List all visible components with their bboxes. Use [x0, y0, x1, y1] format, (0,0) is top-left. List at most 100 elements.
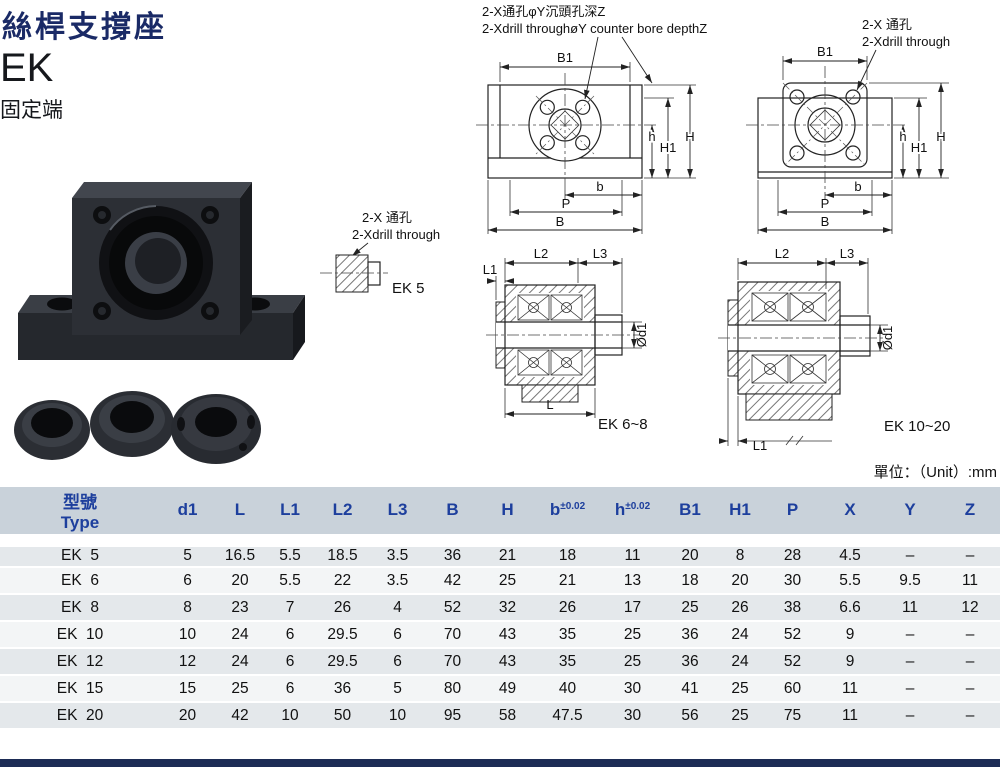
cell-value: 9 [820, 648, 880, 676]
cell-value: 70 [425, 648, 480, 676]
dim-label-l2: L2 [534, 246, 548, 261]
col-header-y: Y [880, 487, 940, 547]
cell-value: 15 [160, 675, 215, 703]
cell-value: 70 [425, 621, 480, 649]
col-header-b-tol: b±0.02 [535, 487, 600, 547]
cell-value: 16.5 [215, 540, 265, 568]
cell-value: 13 [600, 567, 665, 595]
cell-value: 29.5 [315, 648, 370, 676]
col-header-h-tol: h±0.02 [600, 487, 665, 547]
cell-value: – [940, 540, 1000, 568]
model-name: EK [0, 46, 54, 90]
dim-label-bb: B [556, 214, 565, 229]
cell-value: – [940, 621, 1000, 649]
cell-value: – [880, 675, 940, 703]
dim-label-l: L [546, 397, 553, 412]
view-label-ek1020: EK 10~20 [884, 418, 950, 435]
cell-value: 52 [765, 648, 820, 676]
cell-value: 25 [715, 675, 765, 703]
col-header-p: P [765, 487, 820, 547]
cell-value: 80 [425, 675, 480, 703]
cell-value: 35 [535, 648, 600, 676]
cell-value: 3.5 [370, 540, 425, 568]
col-header-b: B [425, 487, 480, 547]
cell-value: 26 [535, 594, 600, 622]
cell-value: 20 [715, 567, 765, 595]
dim-label-bb: B [821, 214, 830, 229]
col-header-type: 型號 Type [0, 487, 160, 547]
cell-value: 32 [480, 594, 535, 622]
cell-value: 12 [160, 648, 215, 676]
cell-value: 56 [665, 702, 715, 730]
cell-value: 22 [315, 567, 370, 595]
cell-value: 3.5 [370, 567, 425, 595]
dim-label-l1: L1 [483, 262, 497, 277]
col-header-d1: d1 [160, 487, 215, 547]
bearings [517, 294, 583, 376]
cell-value: – [880, 648, 940, 676]
collar-rings [14, 391, 261, 464]
view-label-ek68: EK 6~8 [598, 416, 648, 433]
dim-label-l3: L3 [593, 246, 607, 261]
dim-label-h1: H1 [660, 140, 677, 155]
dim-label-hh: H [936, 129, 945, 144]
cell-value: 5 [370, 675, 425, 703]
cell-value: 24 [715, 621, 765, 649]
dim-label-d1: Ød1 [634, 323, 649, 348]
cell-value: 95 [425, 702, 480, 730]
col-header-b1: B1 [665, 487, 715, 547]
cell-value: 6 [370, 621, 425, 649]
dim-label-p: P [562, 196, 571, 211]
cell-value: 30 [765, 567, 820, 595]
dim-label-h: h [899, 129, 906, 144]
cell-value: 23 [215, 594, 265, 622]
cell-type: EK 12 [0, 648, 160, 676]
cell-value: 38 [765, 594, 820, 622]
cell-value: 26 [315, 594, 370, 622]
unit-note: 單位：（Unit）:mm [873, 464, 997, 481]
detail-ek5: 2-X 通孔 2-Xdrill through EK 5 [320, 210, 440, 297]
cell-value: 43 [480, 621, 535, 649]
cell-value: 36 [315, 675, 370, 703]
cell-value: 4.5 [820, 540, 880, 568]
cell-value: 21 [480, 540, 535, 568]
bearings [751, 292, 827, 384]
cell-value: 50 [315, 702, 370, 730]
cell-value: – [940, 648, 1000, 676]
dim-label-b1: B1 [817, 44, 833, 59]
cell-value: 25 [215, 675, 265, 703]
dim-label-p: P [821, 196, 830, 211]
front-view-ek6-8: B1 h H1 H b P B [476, 48, 697, 234]
col-header-type-cn: 型號 [63, 492, 97, 512]
cell-value: 20 [665, 540, 715, 568]
cell-value: 18 [665, 567, 715, 595]
cell-type: EK 5 [0, 540, 160, 568]
technical-drawing: 2-X通孔φY沉頭孔深Z 2-Xdrill throughøY counter … [14, 4, 950, 464]
cell-value: 24 [715, 648, 765, 676]
cell-value: 40 [535, 675, 600, 703]
cell-value: 36 [425, 540, 480, 568]
cell-value: 36 [665, 621, 715, 649]
cell-value: 7 [265, 594, 315, 622]
cell-value: 75 [765, 702, 820, 730]
cell-value: 52 [425, 594, 480, 622]
cell-value: 43 [480, 648, 535, 676]
cell-value: – [880, 540, 940, 568]
cell-value: 25 [600, 648, 665, 676]
cell-value: 6.6 [820, 594, 880, 622]
cell-value: 52 [765, 621, 820, 649]
cell-value: 11 [600, 540, 665, 568]
cell-value: 30 [600, 675, 665, 703]
cell-value: – [940, 675, 1000, 703]
annotation-counterbore: 2-X通孔φY沉頭孔深Z 2-Xdrill throughøY counter … [482, 4, 707, 100]
cell-value: 11 [820, 702, 880, 730]
cell-type: EK 20 [0, 702, 160, 730]
cell-value: 36 [665, 648, 715, 676]
annotation-counterbore-cn: 2-X通孔φY沉頭孔深Z [482, 4, 605, 19]
dim-label-b: b [596, 179, 603, 194]
